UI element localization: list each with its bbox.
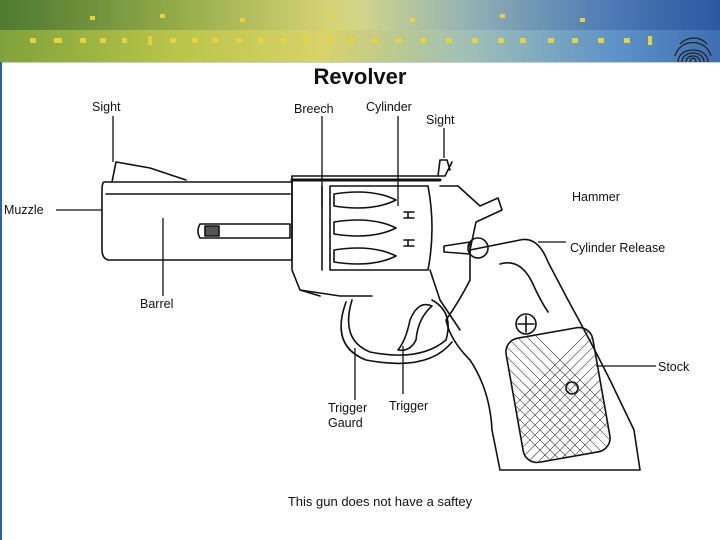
stock-panel-shape [505, 326, 611, 464]
label-breech: Breech [294, 102, 334, 116]
label-trigger-guard-1: Trigger [328, 401, 368, 415]
label-cylinder: Cylinder [366, 100, 412, 114]
header-banner [0, 0, 720, 62]
cylinder-release-shape [467, 237, 489, 259]
cylinder-shape [329, 185, 433, 271]
stock-crosshatch [503, 325, 613, 465]
leader-lines [56, 116, 656, 400]
caption: This gun does not have a saftey [287, 494, 473, 509]
label-trigger: Trigger [389, 399, 429, 413]
label-hammer: Hammer [572, 190, 620, 204]
barrel-shape [101, 181, 293, 261]
label-trigger-guard-2: Gaurd [328, 416, 363, 430]
grip-shape [445, 238, 641, 471]
page-title: Revolver [313, 64, 407, 89]
trigger-guard-shape [347, 299, 449, 356]
left-border [0, 62, 2, 540]
label-cylinder-release: Cylinder Release [570, 241, 666, 255]
rear-sight-shape [437, 159, 451, 177]
fingerprint-icon [674, 37, 712, 63]
label-muzzle: Muzzle [4, 203, 44, 217]
front-sight-shape [111, 161, 187, 183]
label-sight-rear: Sight [426, 113, 455, 127]
label-barrel: Barrel [140, 297, 174, 311]
banner-dots [30, 14, 652, 45]
header-divider [0, 62, 720, 63]
trigger-shape [397, 303, 433, 352]
label-sight-front: Sight [92, 100, 121, 114]
hammer-shape [439, 185, 503, 251]
label-stock: Stock [658, 360, 690, 374]
